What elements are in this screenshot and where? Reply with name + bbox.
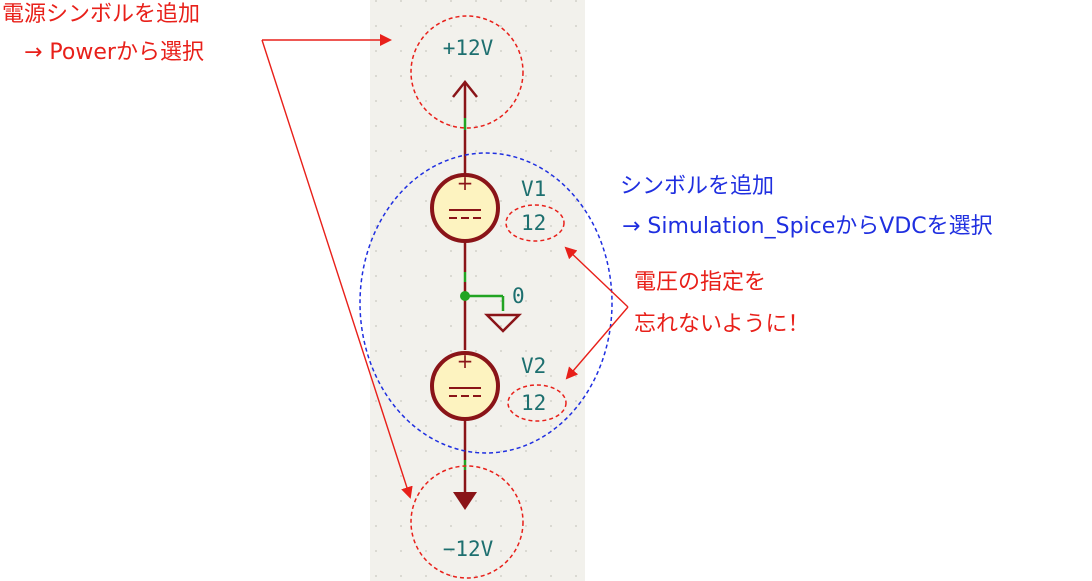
voltage-note-line1: 電圧の指定を	[634, 270, 767, 295]
power-bottom-highlight	[410, 465, 524, 579]
v1-ref-label: V1	[521, 177, 546, 201]
component-leads	[452, 79, 478, 492]
v2-plus-icon: +	[457, 349, 474, 373]
power-bottom-label: −12V	[443, 537, 494, 561]
sources-highlight	[359, 152, 613, 454]
power-top-highlight	[410, 15, 524, 129]
pwr-bottom-arrow-icon	[453, 492, 477, 510]
power-note-arrow-bottom	[261, 39, 413, 499]
ground-icon	[483, 313, 523, 333]
v1-source[interactable]: +	[430, 171, 500, 243]
v2-value-highlight	[507, 384, 567, 422]
v1-value-highlight	[505, 204, 565, 242]
v2-ref-label: V2	[521, 354, 546, 378]
power-note-line2: → Powerから選択	[24, 40, 204, 65]
voltage-note-line2: 忘れないように！	[634, 312, 810, 337]
v1-value-label[interactable]: 12	[521, 211, 546, 235]
wires	[463, 118, 505, 470]
schematic-grid	[370, 0, 585, 581]
symbol-note-line1: シンボルを追加	[620, 174, 775, 199]
v2-value-label[interactable]: 12	[521, 391, 546, 415]
symbol-note-line2: → Simulation_SpiceからVDCを選択	[622, 214, 993, 239]
voltage-note-arrow-v1	[564, 246, 629, 308]
junction-dot	[460, 291, 470, 301]
power-top-label: +12V	[443, 36, 494, 60]
pwr-top-arrow-icon	[452, 79, 478, 98]
v2-body	[430, 351, 500, 421]
ground-label: 0	[512, 284, 525, 308]
voltage-note-arrow-v2	[565, 306, 629, 380]
v2-source[interactable]: +	[430, 349, 500, 421]
v1-plus-icon: +	[457, 171, 474, 195]
v1-body	[430, 173, 500, 243]
power-note-line1: 電源シンボルを追加	[2, 2, 201, 27]
